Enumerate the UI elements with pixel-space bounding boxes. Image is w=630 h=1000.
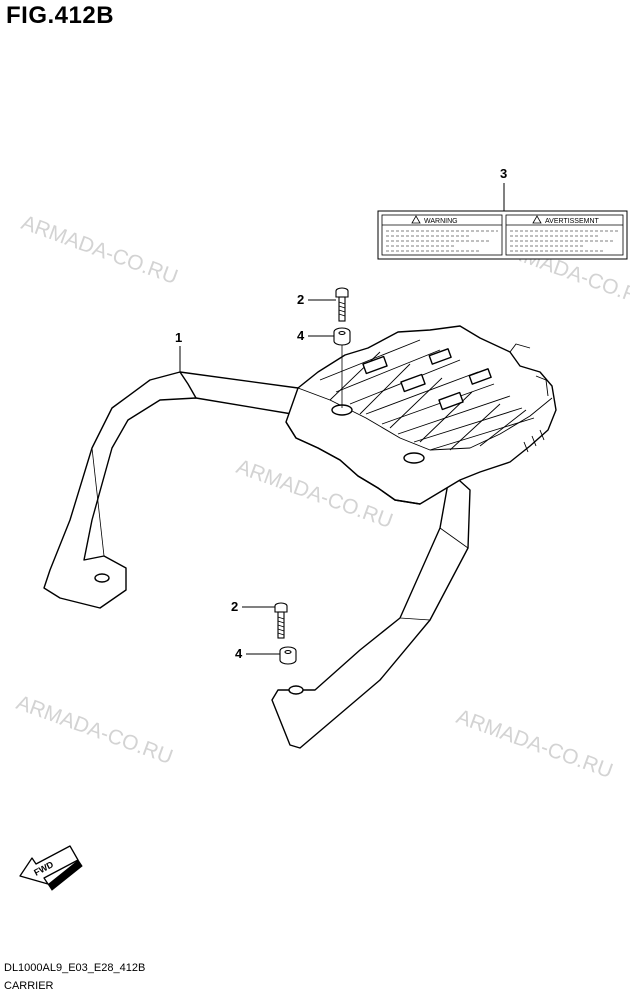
callout-4-upper: 4 xyxy=(297,328,305,343)
bolt-upper xyxy=(335,287,349,322)
warning-triangle-icon xyxy=(411,215,421,224)
washer-upper xyxy=(333,327,351,346)
avertissement-heading: AVERTISSEMNT xyxy=(545,218,600,225)
carrier-rack xyxy=(43,325,557,749)
avertissement-triangle-icon xyxy=(532,215,542,224)
callout-2-lower: 2 xyxy=(231,599,238,614)
callout-4-lower: 4 xyxy=(235,646,243,661)
watermark-5: ARMADA-CO.RU xyxy=(453,705,615,783)
watermark-1: ARMADA-CO.RU xyxy=(18,211,180,289)
diagram-name: CARRIER xyxy=(4,980,54,992)
figure-title: FIG.412B xyxy=(6,2,115,29)
callout-2-upper: 2 xyxy=(297,292,304,307)
callout-1: 1 xyxy=(175,330,182,345)
fwd-arrow-icon: FWD xyxy=(19,845,83,891)
diagram-code: DL1000AL9_E03_E28_412B xyxy=(4,962,146,974)
watermark-4: ARMADA-CO.RU xyxy=(13,691,175,769)
warning-label: WARNING AVERTISSEMNT xyxy=(377,210,628,260)
callout-3: 3 xyxy=(500,166,507,181)
warning-heading: WARNING xyxy=(424,218,458,225)
bolt-lower xyxy=(274,602,288,639)
washer-lower xyxy=(279,646,297,665)
